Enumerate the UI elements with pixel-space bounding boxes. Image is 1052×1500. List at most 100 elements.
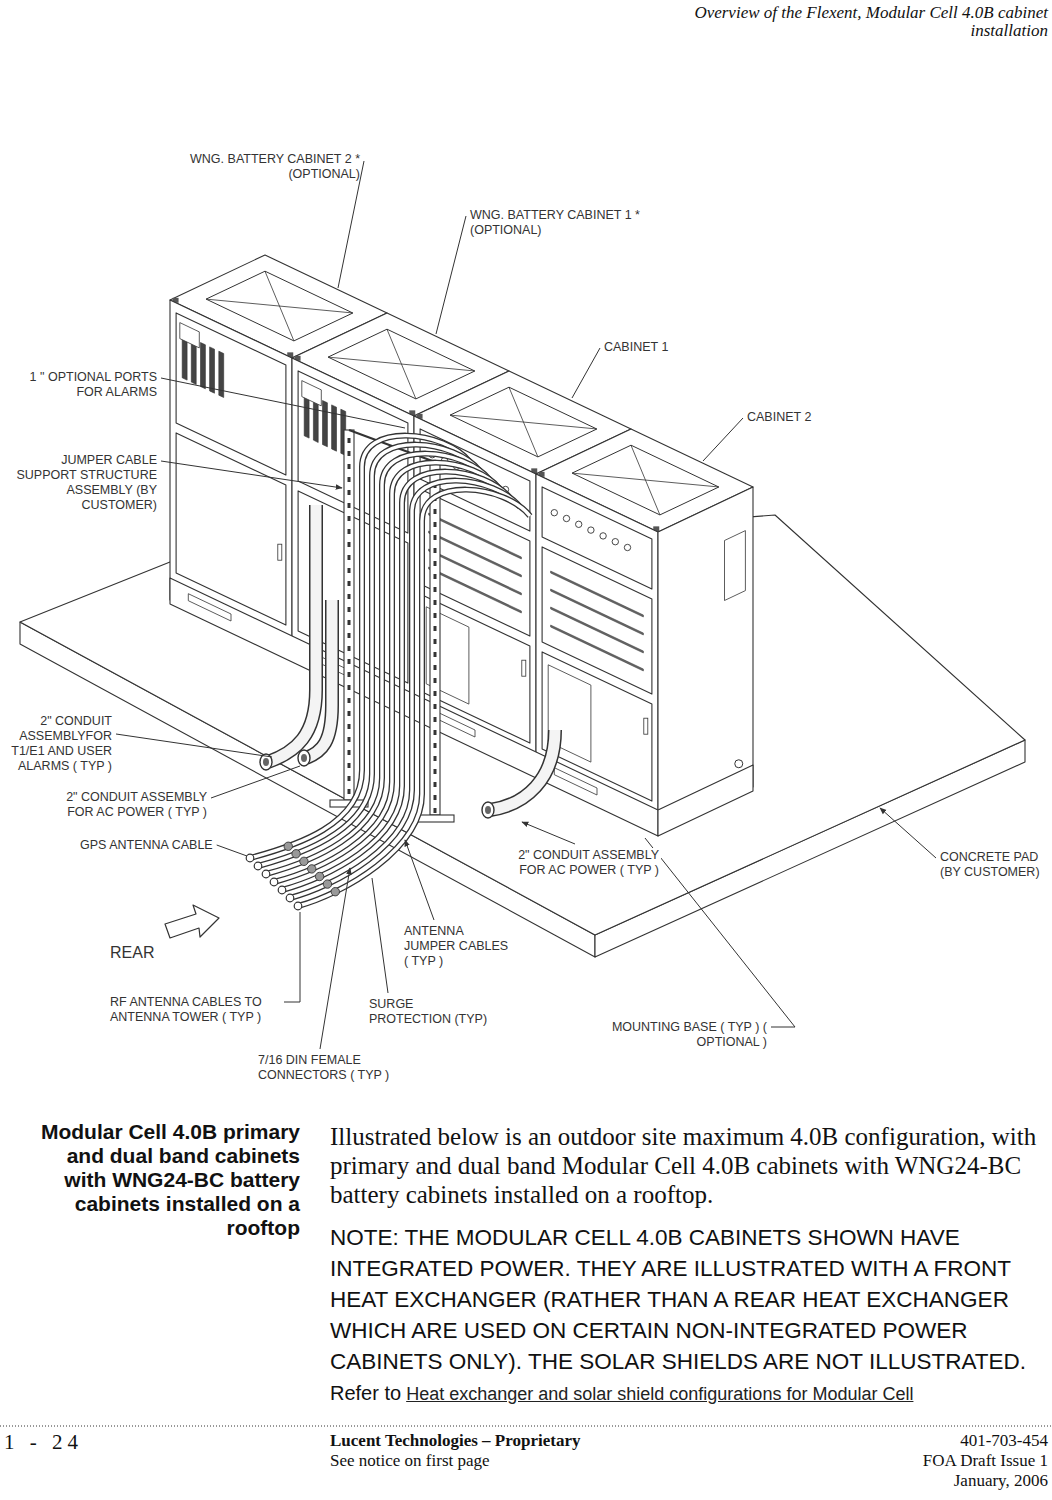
base-slot <box>188 594 231 621</box>
body-text: Refer to <box>330 1381 401 1405</box>
post-hole <box>348 568 351 573</box>
post-hole <box>434 678 437 683</box>
conduit-outline <box>490 730 555 810</box>
din-connector <box>286 894 294 902</box>
running-header: Overview of the Flexent, Modular Cell 4.… <box>668 4 1048 40</box>
post-hole <box>348 503 351 508</box>
surge-protector <box>308 865 316 873</box>
cable-outline <box>282 472 510 890</box>
post-hole <box>348 607 351 612</box>
mounting-base <box>170 578 753 836</box>
hatch-diagonal <box>509 387 538 457</box>
callout-label: WNG. BATTERY CABINET 1 * (OPTIONAL) <box>470 208 660 238</box>
callout-label: GPS ANTENNA CABLE <box>80 838 213 853</box>
post-hole <box>348 477 351 482</box>
door-handle <box>278 544 282 560</box>
footer-rule <box>0 1426 1052 1427</box>
post-hole <box>434 730 437 735</box>
illustration <box>20 255 1025 957</box>
cross-reference-link: Heat exchanger and solar shield configur… <box>406 1383 913 1405</box>
louvre-slat <box>332 405 337 451</box>
vent-line <box>551 589 644 635</box>
post-hole <box>348 789 351 794</box>
footer-text: Lucent Technologies – Proprietary <box>330 1431 580 1451</box>
document-number: 401-703-454 <box>750 1431 1048 1451</box>
post-hole <box>434 535 437 540</box>
leader-line <box>161 378 405 428</box>
post-hole <box>348 750 351 755</box>
post-hole <box>348 633 351 638</box>
note-text: NOTE: THE MODULAR CELL 4.0B CABINETS SHO… <box>330 1222 1046 1377</box>
din-connector <box>294 902 302 910</box>
base-slot <box>554 768 597 795</box>
post-hole <box>434 548 437 553</box>
end-face-bolt <box>735 760 743 768</box>
cable-body <box>274 463 500 882</box>
port-plate <box>180 323 200 348</box>
leader-line <box>217 845 247 856</box>
din-connector <box>270 878 278 886</box>
connector-port <box>588 527 594 533</box>
cable-outline <box>274 463 500 882</box>
callout-label: JUMPER CABLE SUPPORT STRUCTURE ASSEMBLY … <box>7 453 157 513</box>
post-hole <box>348 776 351 781</box>
post-hole <box>348 763 351 768</box>
louvre-slat <box>201 343 206 389</box>
leader-line <box>211 766 300 798</box>
post-hole <box>434 743 437 748</box>
page-number: 1 - 24 <box>4 1430 83 1454</box>
vent-line <box>551 607 644 653</box>
leader-line <box>116 734 272 757</box>
end-face-plate <box>725 531 746 601</box>
post-hole <box>434 795 437 800</box>
post-hole <box>348 451 351 456</box>
post-hole <box>434 600 437 605</box>
post-hole <box>348 711 351 716</box>
cable-body <box>298 490 530 906</box>
cabinet-row <box>170 255 753 832</box>
post-hole <box>434 522 437 527</box>
post-hole <box>434 587 437 592</box>
post-hole <box>348 529 351 534</box>
leader-line <box>436 216 466 334</box>
post-hole <box>434 665 437 670</box>
conduit-fitting-bore <box>485 806 491 814</box>
post-hole <box>434 509 437 514</box>
post-hole <box>348 737 351 742</box>
din-connector <box>262 870 270 878</box>
post-hole <box>434 717 437 722</box>
post-hole <box>348 516 351 521</box>
post-hole <box>434 574 437 579</box>
footer-text: FOA Draft Issue 1 <box>750 1451 1048 1471</box>
post-hole <box>348 490 351 495</box>
post-hole <box>348 555 351 560</box>
cable-outline <box>298 490 530 906</box>
post-hole <box>434 652 437 657</box>
callout-label: CABINET 2 <box>747 410 811 425</box>
surge-protector <box>284 842 292 850</box>
leader-line <box>703 418 743 461</box>
callout-label: 1 " OPTIONAL PORTS FOR ALARMS <box>7 370 157 400</box>
conduit-fitting <box>298 750 310 766</box>
antenna-cables <box>246 436 530 910</box>
post-hole <box>348 698 351 703</box>
post-base-plate <box>416 815 454 822</box>
conduit-fitting-bore <box>263 758 269 766</box>
post-hole <box>348 581 351 586</box>
connector-port <box>600 533 606 539</box>
post-hole <box>434 639 437 644</box>
post-hole <box>434 561 437 566</box>
louvre-slat <box>323 401 328 447</box>
din-connector <box>246 854 254 862</box>
post-hole <box>434 691 437 696</box>
cable-outline <box>258 445 480 866</box>
callout-label: CABINET 1 <box>604 340 668 355</box>
conduit-outline <box>306 600 332 758</box>
base-end <box>658 765 753 836</box>
cable-body <box>258 445 480 866</box>
post-hole <box>348 438 351 443</box>
hatch-diagonal <box>265 271 294 341</box>
vent-line <box>429 531 522 577</box>
callout-label: 2" CONDUIT ASSEMBLY FOR AC POWER ( TYP ) <box>505 848 661 878</box>
hatch-diagonal <box>387 329 416 399</box>
